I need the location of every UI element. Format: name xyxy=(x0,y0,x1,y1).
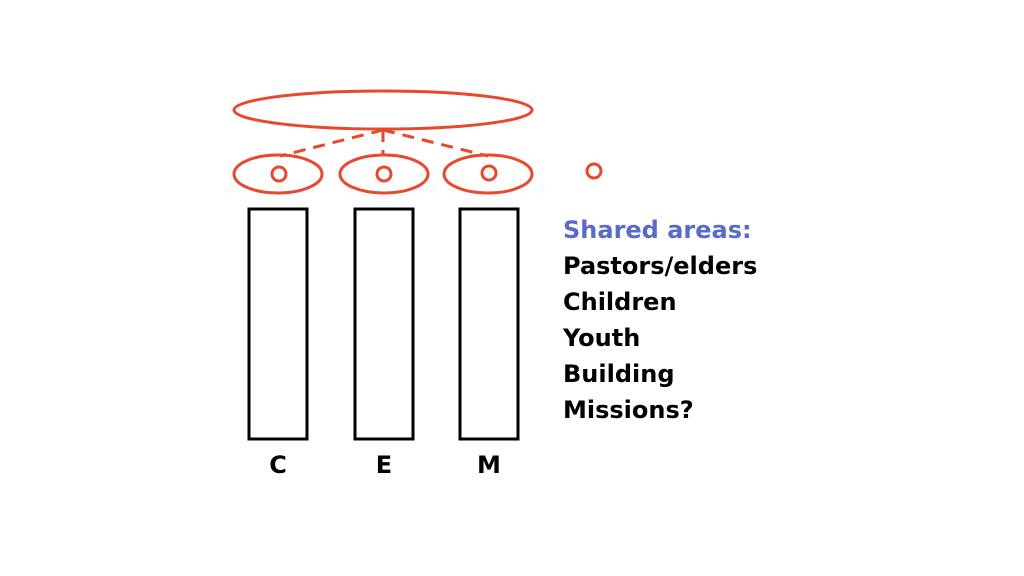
pillar-label-e: E xyxy=(376,451,392,479)
group-eye-ellipse-c xyxy=(232,153,324,195)
shared-area-item: Building xyxy=(563,360,675,388)
shared-areas-panel: Shared areas: Pastors/elders Children Yo… xyxy=(563,212,757,428)
shared-areas-heading: Shared areas: xyxy=(563,216,752,244)
pillar-m xyxy=(458,207,520,441)
pillar-e xyxy=(353,207,415,441)
group-eye-pupil-m xyxy=(480,164,498,182)
shared-area-item: Missions? xyxy=(563,396,694,424)
group-eye-pupil-c xyxy=(270,165,288,183)
group-eye-pupil-e xyxy=(375,165,393,183)
connector-line-left xyxy=(279,128,384,158)
pillar-label-c: C xyxy=(269,451,287,479)
shared-areas-list: Pastors/elders Children Youth Building M… xyxy=(563,248,757,428)
shared-area-item: Youth xyxy=(563,324,641,352)
shared-area-item: Children xyxy=(563,288,677,316)
pillar-c xyxy=(247,207,309,441)
top-oversight-ellipse xyxy=(232,89,534,131)
group-eye-ellipse-m xyxy=(442,153,534,195)
separate-small-circle xyxy=(585,162,603,180)
pillar-label-m: M xyxy=(477,451,501,479)
shared-area-item: Pastors/elders xyxy=(563,252,758,280)
group-eye-ellipse-e xyxy=(338,153,430,195)
connector-line-right xyxy=(382,128,489,158)
